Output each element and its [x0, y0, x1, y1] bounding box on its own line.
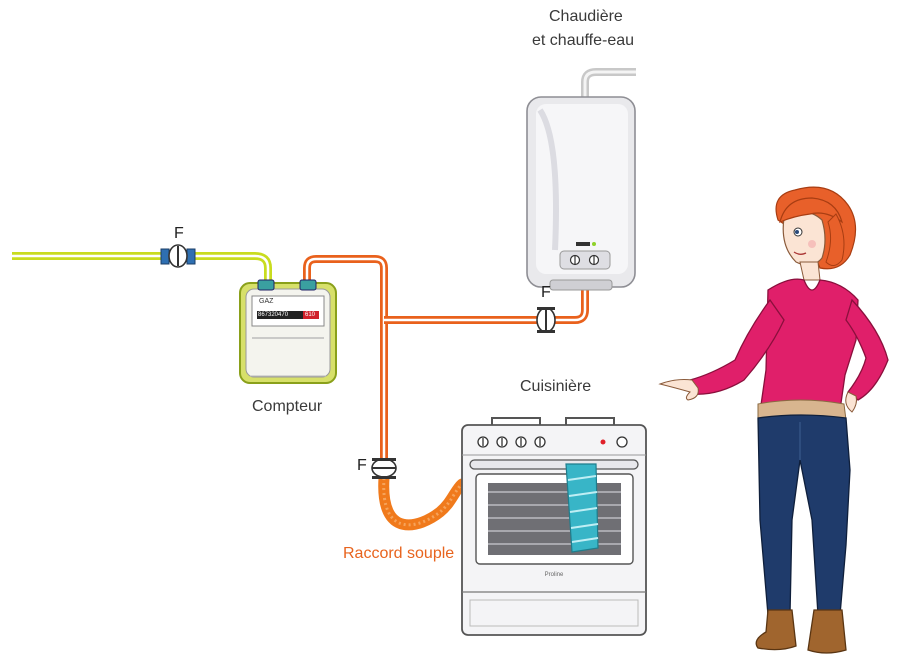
main-valve-icon[interactable]: [160, 244, 196, 268]
meter-red-digits: 610: [305, 312, 316, 318]
stove-valve-label: F: [357, 457, 367, 474]
supply-pipe: [12, 252, 272, 285]
stove-brand: Proline: [545, 572, 564, 578]
gas-pipes: [303, 255, 589, 480]
stove: Proline: [461, 417, 647, 636]
meter-brand: GAZ: [259, 298, 274, 305]
boiler-title-line1: Chaudière: [549, 8, 623, 25]
stove-label: Cuisinière: [520, 378, 592, 395]
flexible-hose: [378, 472, 468, 531]
woman-illustration: [658, 186, 889, 654]
gas-meter: [239, 279, 337, 384]
boiler-valve-icon[interactable]: [536, 307, 556, 333]
meter-reading: 867320470: [258, 312, 289, 318]
boiler: [526, 68, 636, 291]
boiler-valve-label: F: [541, 284, 551, 301]
boiler-title-line2: et chauffe-eau: [532, 32, 635, 49]
meter-label: Compteur: [252, 398, 323, 415]
main-valve-label: F: [174, 225, 184, 242]
stove-valve-icon[interactable]: [371, 458, 397, 479]
stove-knobs[interactable]: [477, 436, 628, 448]
kitchen-towel: [565, 463, 599, 553]
flex-hose-label: Raccord souple: [343, 545, 455, 562]
